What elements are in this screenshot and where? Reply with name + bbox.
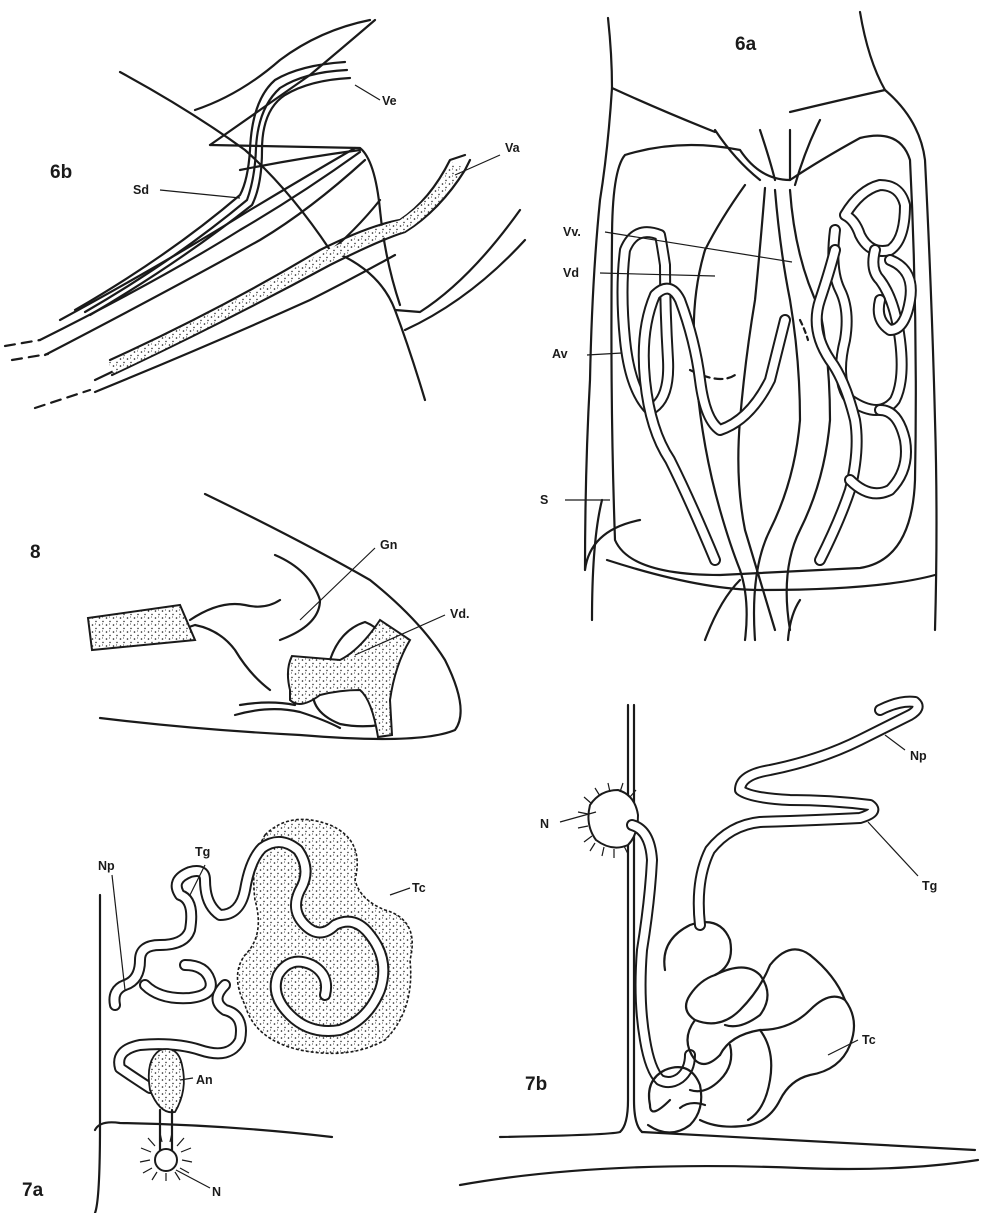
label-n-7b: N	[540, 817, 549, 831]
label-av: Av	[552, 347, 568, 361]
figure-7b	[460, 702, 978, 1185]
label-tc-7b: Tc	[862, 1033, 876, 1047]
label-tg-7b: Tg	[922, 879, 937, 893]
figure-number-8: 8	[30, 542, 41, 563]
label-vv: Vv.	[563, 225, 581, 239]
label-va: Va	[505, 141, 521, 155]
label-n-7a: N	[212, 1185, 221, 1199]
figure-6b	[5, 20, 525, 408]
label-sd: Sd	[133, 183, 149, 197]
figure-7b-labels: 7b N Np Tg Tc	[525, 749, 937, 1095]
label-np-7b: Np	[910, 749, 927, 763]
label-vd-8: Vd.	[450, 607, 469, 621]
label-tg-7a: Tg	[195, 845, 210, 859]
label-s: S	[540, 493, 548, 507]
figure-number-7b: 7b	[525, 1074, 547, 1095]
label-vd: Vd	[563, 266, 579, 280]
label-tc-7a: Tc	[412, 881, 426, 895]
figure-number-6b: 6b	[50, 162, 72, 183]
figure-number-7a: 7a	[22, 1180, 44, 1201]
label-an-7a: An	[196, 1073, 213, 1087]
figure-number-6a: 6a	[735, 34, 757, 55]
label-ve: Ve	[382, 94, 397, 108]
figure-6a	[565, 12, 937, 640]
figure-8	[88, 494, 461, 739]
label-np-7a: Np	[98, 859, 115, 873]
label-gn: Gn	[380, 538, 397, 552]
figure-7a	[95, 819, 412, 1213]
